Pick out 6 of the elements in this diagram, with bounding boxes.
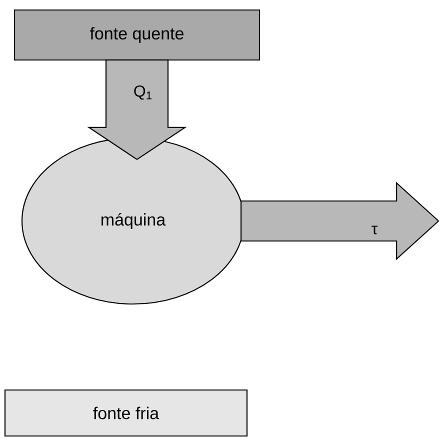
heat-source-box: fonte fria [4,389,248,437]
edge-label: Q$_{1}$ [134,85,152,100]
block-arrow [87,59,187,160]
edge-label: τ [372,226,378,234]
block-arrow [240,182,440,260]
heat-source-box: fonte quente [14,9,260,61]
